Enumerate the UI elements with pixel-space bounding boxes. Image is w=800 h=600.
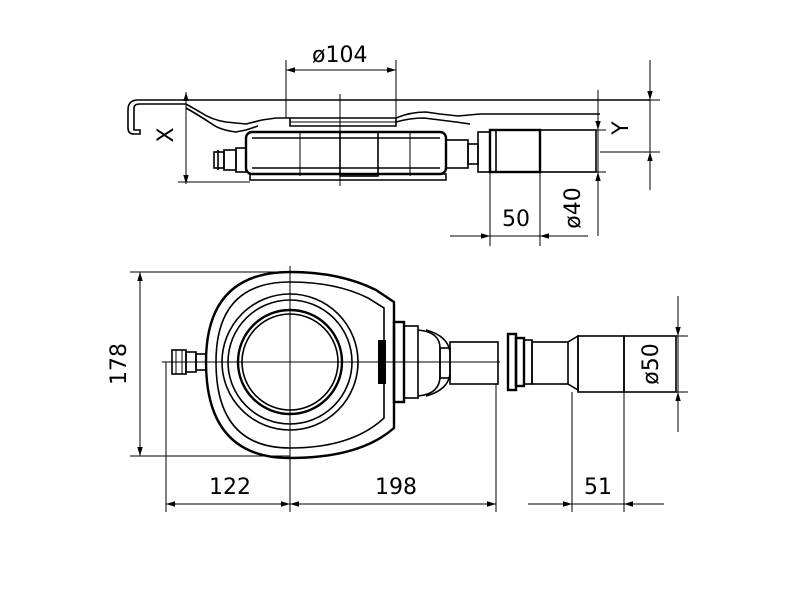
- dim-d104: ø104: [312, 43, 367, 68]
- dim-d40: ø40: [561, 187, 586, 228]
- dim-w198: 198: [375, 475, 417, 500]
- dim-w122: 122: [209, 475, 251, 500]
- top-view-dimensions: 178 122 198 51 ø50: [107, 271, 688, 512]
- dim-h178: 178: [107, 343, 132, 385]
- dim-d50: ø50: [639, 343, 664, 384]
- dim-x: X: [154, 127, 179, 142]
- side-view: [127, 94, 650, 186]
- dim-y: Y: [609, 121, 634, 136]
- dim-w51: 51: [584, 475, 612, 500]
- dim-w50: 50: [502, 207, 530, 232]
- top-view: [162, 266, 677, 466]
- side-view-dimensions: ø104 X Y ø40 50: [154, 43, 660, 246]
